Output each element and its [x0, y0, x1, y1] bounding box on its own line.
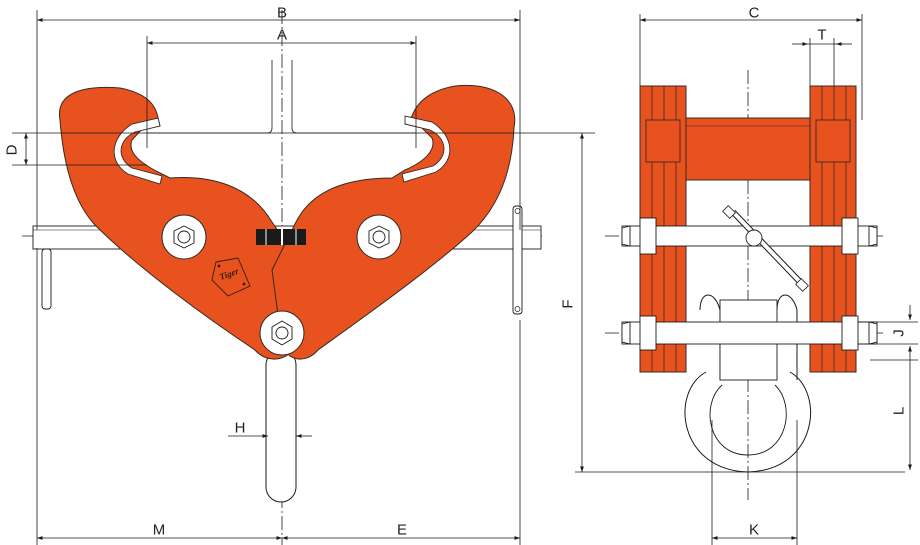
spindle-handle-left	[41, 248, 52, 310]
brand-logo-plate	[211, 257, 251, 297]
right-jaw-bolt	[356, 214, 402, 260]
side-view	[605, 70, 885, 500]
cross-tube	[685, 117, 811, 181]
dim-label-a: A	[276, 26, 288, 44]
dim-label-h: H	[234, 419, 246, 437]
dim-label-c: C	[748, 4, 760, 22]
dim-label-k: K	[748, 521, 760, 539]
left-jaw-pad	[113, 117, 163, 185]
beam-right-flange	[291, 60, 416, 134]
spindle-handle-right	[512, 205, 523, 315]
lower-side-bolt	[621, 321, 878, 345]
dim-label-t: T	[817, 26, 827, 44]
right-jaw-pad	[401, 115, 451, 183]
dim-label-f: F	[559, 299, 577, 309]
left-jaw-bolt	[161, 214, 207, 260]
front-shackle	[265, 349, 297, 503]
dim-label-m: M	[152, 521, 166, 539]
dim-label-b: B	[276, 4, 288, 22]
dim-label-e: E	[396, 521, 408, 539]
front-view	[22, 10, 545, 545]
dim-label-j: J	[890, 329, 908, 337]
spindle-end	[745, 229, 763, 247]
dim-label-d: D	[3, 144, 21, 156]
beam-left-flange	[147, 60, 273, 134]
center-pivot-bolt	[259, 310, 305, 356]
dim-label-l: L	[890, 406, 908, 416]
dimension-lines	[12, 10, 918, 545]
